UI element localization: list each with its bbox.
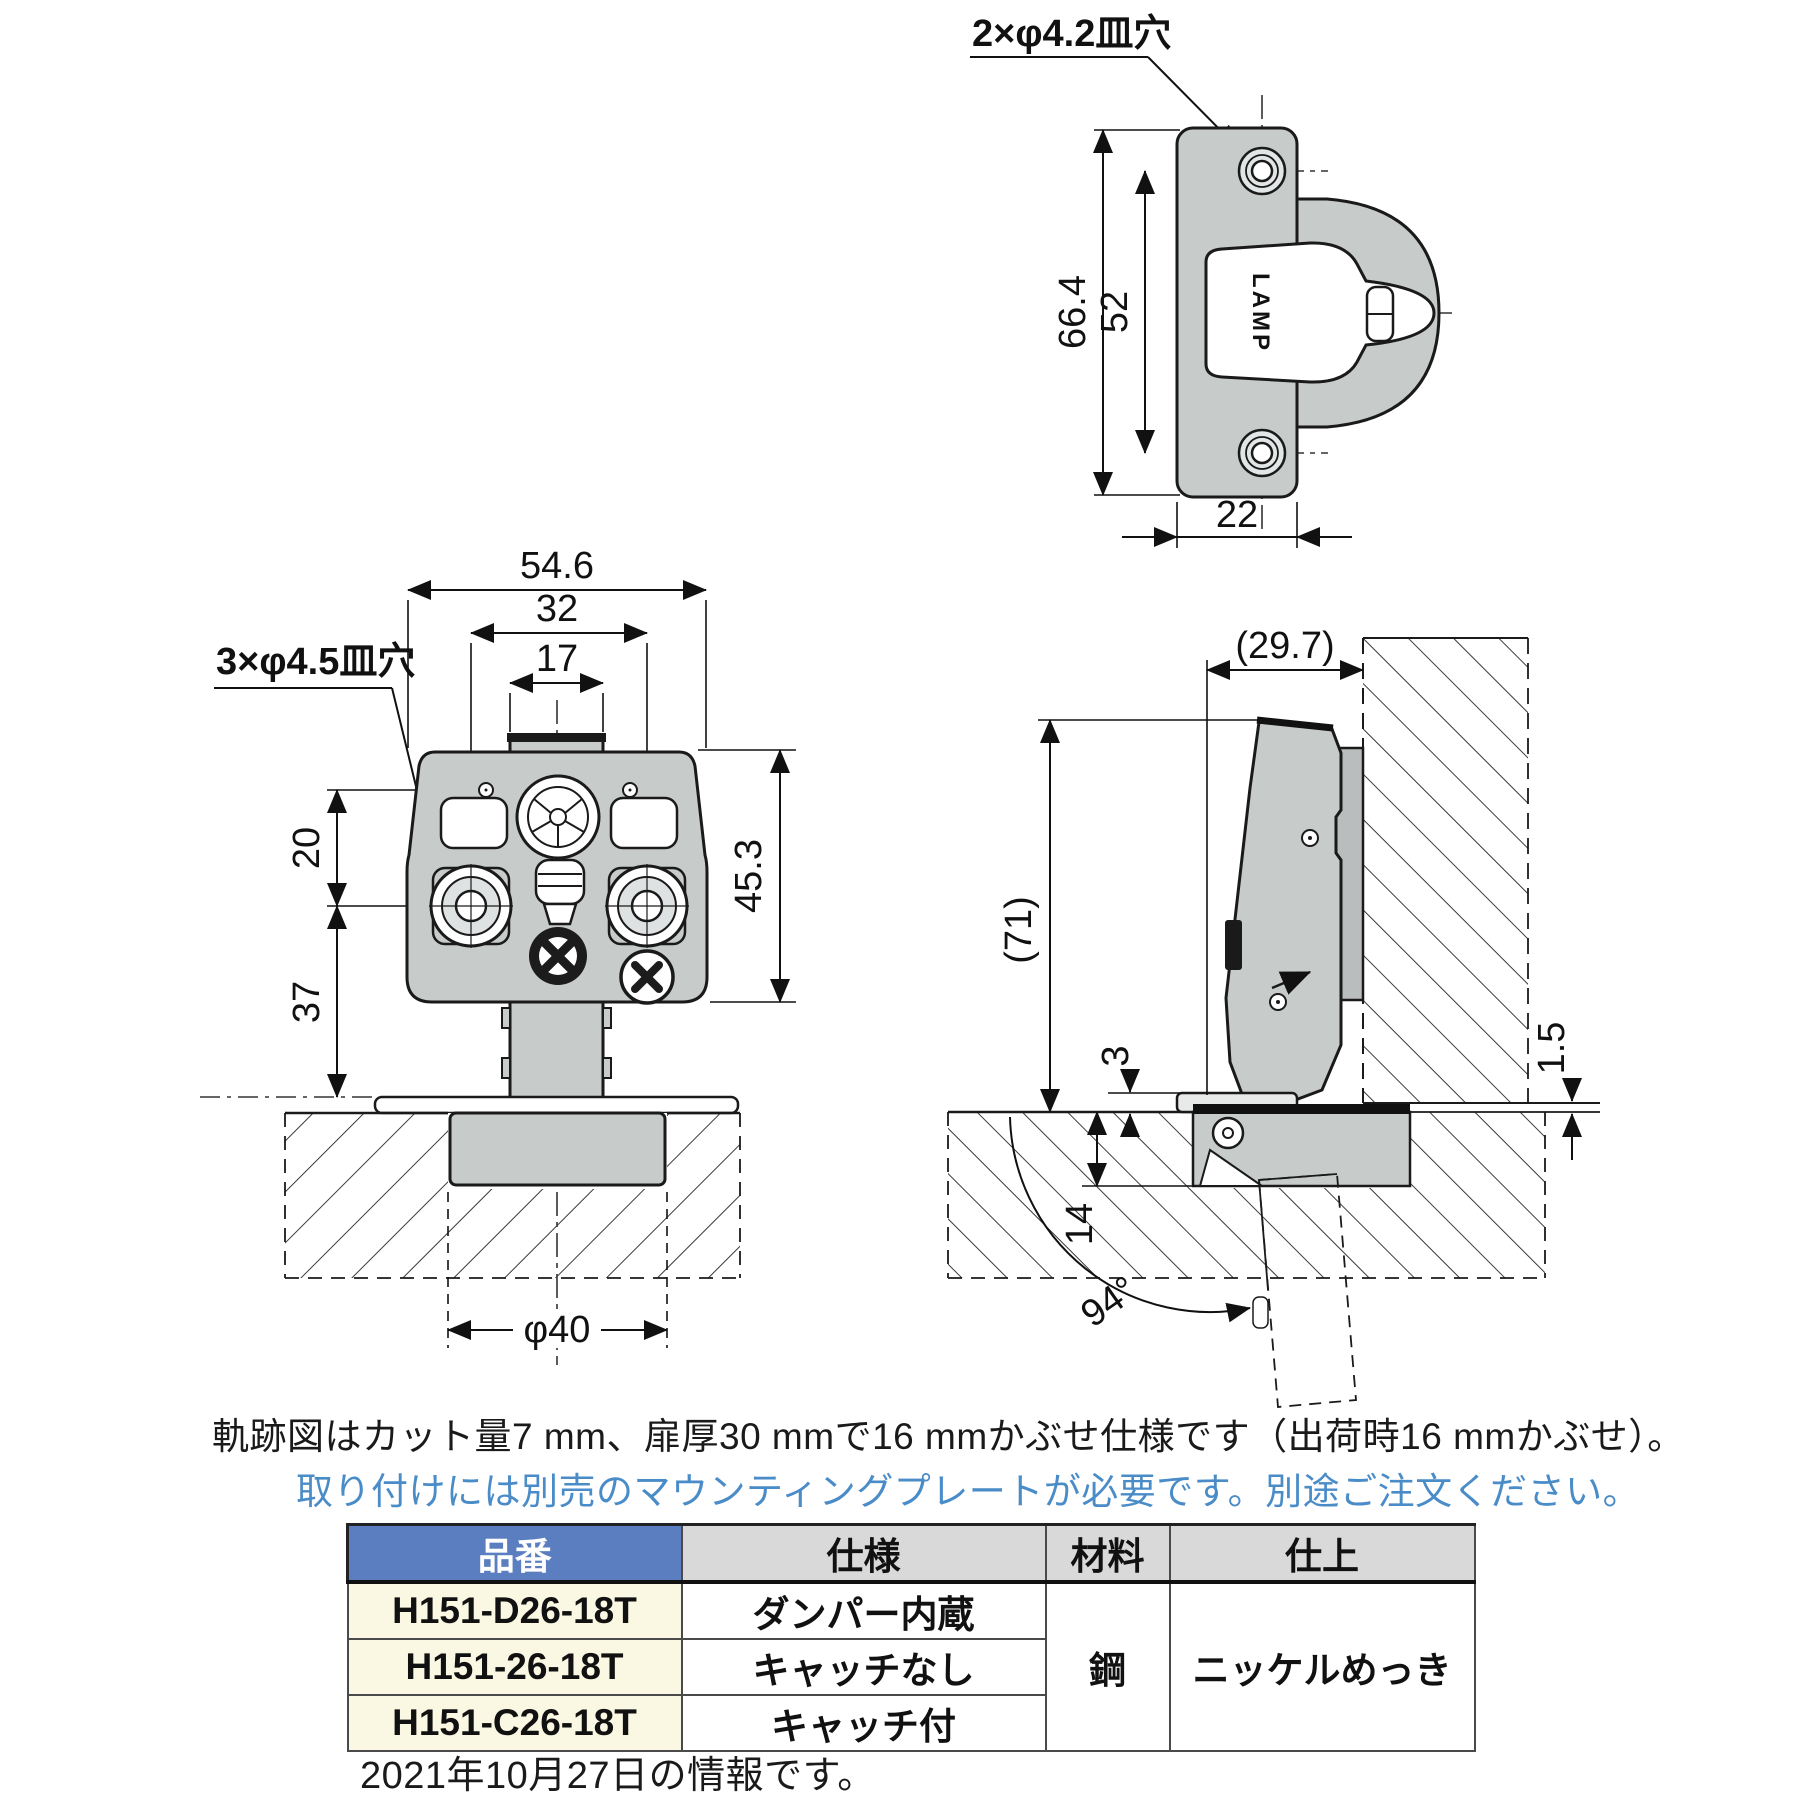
dim-front-surface-offset: 37 xyxy=(286,981,328,1023)
note-trajectory: 軌跡図はカット量7 mm、扉厚30 mmで16 mmかぶせ仕様です（出荷時16 … xyxy=(212,1416,1685,1457)
front-phillips-center xyxy=(529,927,587,985)
material-cell: 鋼 xyxy=(1044,1581,1171,1752)
dim-plate-width: 22 xyxy=(1216,494,1258,536)
plate-callout-label: 2×φ4.2皿穴 xyxy=(972,13,1171,55)
side-arm xyxy=(1224,720,1343,1104)
table-row: H151-C26-18T キャッチ付 xyxy=(346,1694,1475,1752)
spec-cell: キャッチ付 xyxy=(680,1694,1047,1752)
front-arm-cap xyxy=(507,733,606,742)
col-header-material: 材料 xyxy=(1044,1523,1171,1584)
spec-cell: ダンパー内蔵 xyxy=(680,1581,1047,1640)
dim-plate-height: 66.4 xyxy=(1052,275,1094,349)
part-number-cell: H151-C26-18T xyxy=(346,1694,683,1752)
note-date: 2021年10月27日の情報です。 xyxy=(360,1755,876,1797)
table-row: H151-D26-18T ダンパー内蔵 鋼 ニッケルめっき xyxy=(346,1581,1476,1752)
front-view: 3×φ4.5皿穴 54.6 32 17 xyxy=(200,545,796,1365)
plate-arm-silhouette xyxy=(1204,241,1436,384)
col-header-spec: 仕様 xyxy=(680,1523,1047,1584)
side-view: 94° (29.7) (71) 3 14 1.5 xyxy=(947,625,1600,1408)
lamp-logo: LAMP xyxy=(1247,273,1274,353)
part-number-cell: H151-26-18T xyxy=(346,1638,683,1696)
side-arm-cap xyxy=(1256,716,1334,732)
dim-front-body-height: 45.3 xyxy=(728,839,770,913)
dim-side-height: (71) xyxy=(998,896,1040,964)
side-wall-section xyxy=(1362,637,1600,1104)
dim-front-width: 54.6 xyxy=(520,545,594,587)
dim-side-cup-depth: 14 xyxy=(1059,1203,1101,1245)
front-cup xyxy=(448,1111,667,1187)
dim-front-cup-diameter: φ40 xyxy=(524,1309,591,1351)
side-pivot xyxy=(1211,1116,1245,1150)
dim-front-screw-pitch: 32 xyxy=(536,588,578,630)
spec-table: 品番 仕様 材料 仕上 H151-D26-18T ダンパー内蔵 鋼 ニッケルめっ… xyxy=(346,1523,1476,1752)
front-adjuster-left xyxy=(429,864,513,948)
front-cam-adjuster xyxy=(515,774,601,860)
front-phillips-right xyxy=(619,949,675,1005)
front-flange xyxy=(373,1095,740,1115)
note-mounting-plate: 取り付けには別売のマウンティングプレートが必要です。別途ご注文ください。 xyxy=(296,1471,1641,1512)
side-door-phantom xyxy=(1252,1173,1357,1408)
side-arm-clip xyxy=(1225,920,1242,970)
spec-cell: キャッチなし xyxy=(680,1638,1047,1696)
front-worm-screw xyxy=(534,858,586,926)
mounting-plate-view: 2×φ4.2皿穴 LAMP xyxy=(970,13,1452,548)
side-angle-arc xyxy=(1009,1116,1251,1323)
front-panel-section xyxy=(284,1111,741,1279)
technical-drawing: 2×φ4.2皿穴 LAMP xyxy=(200,13,1600,1408)
part-number-cell: H151-D26-18T xyxy=(346,1581,683,1640)
dim-side-door-gap: 1.5 xyxy=(1531,1022,1573,1075)
dim-front-arm-width: 17 xyxy=(536,638,578,680)
front-callout-label: 3×φ4.5皿穴 xyxy=(216,641,415,683)
table-row: H151-26-18T キャッチなし xyxy=(346,1638,1475,1696)
plate-screw-hole-bottom xyxy=(1237,428,1287,478)
col-header-finish: 仕上 xyxy=(1168,1523,1476,1584)
dim-side-protrusion: (29.7) xyxy=(1235,625,1334,667)
front-arm-nubs xyxy=(501,1007,612,1079)
finish-cell: ニッケルめっき xyxy=(1168,1581,1476,1752)
col-header-part-no: 品番 xyxy=(346,1523,683,1584)
front-adjuster-right xyxy=(605,864,689,948)
plate-screw-hole-top xyxy=(1237,146,1287,196)
dim-front-hole-offset: 20 xyxy=(286,827,328,869)
dim-side-flange: 3 xyxy=(1095,1045,1137,1066)
dim-plate-hole-pitch: 52 xyxy=(1094,291,1136,333)
side-arm-arrow xyxy=(1271,970,1312,995)
spec-table-header-row: 品番 仕様 材料 仕上 xyxy=(346,1523,1476,1584)
